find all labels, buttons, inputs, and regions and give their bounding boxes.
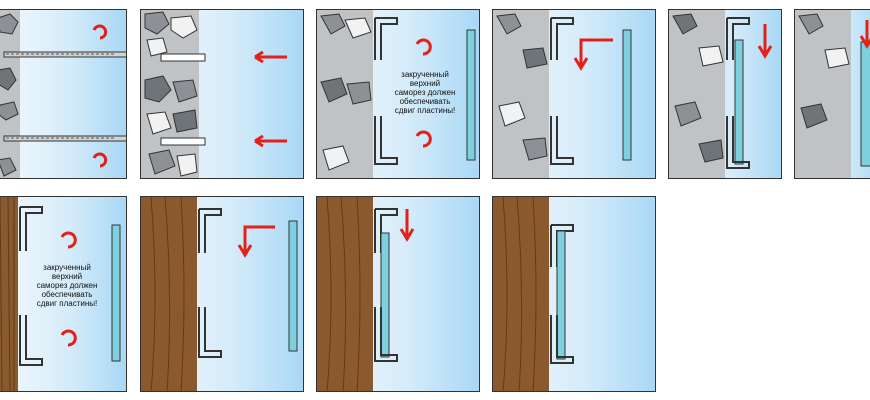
perforated-plate	[380, 232, 390, 358]
bracket-profile	[198, 307, 222, 358]
bracket-profile	[550, 116, 574, 165]
wood-slide-step-illustration	[141, 197, 298, 391]
dowel-step-illustration	[141, 10, 287, 178]
push-arrow-icon	[254, 134, 287, 148]
perforated-plate	[111, 224, 121, 362]
rotate-arrow-icon	[92, 24, 108, 40]
rotate-arrow-icon	[60, 329, 77, 347]
wood-mounted-step-illustration	[493, 197, 574, 391]
perforated-plate	[734, 39, 744, 165]
stone-pattern	[320, 13, 372, 171]
rotate-arrow-icon	[92, 152, 108, 168]
perforated-plate	[466, 29, 476, 161]
bracket-profile	[198, 208, 222, 253]
step-panel-stone-4-slide	[492, 9, 656, 179]
mounted-step-illustration	[795, 10, 870, 178]
step-panel-stone-1-drill	[0, 9, 127, 179]
caption-line: закрученный	[401, 70, 449, 79]
lower-step-illustration	[669, 10, 773, 178]
drill-bit	[3, 51, 126, 142]
shift-arrow-icon	[237, 225, 275, 258]
caption-line: верхний	[51, 272, 83, 281]
stone-pattern	[798, 13, 850, 129]
stone-pattern	[144, 11, 198, 177]
bracket-profile	[550, 315, 574, 364]
step-panel-wood-3-lower	[316, 196, 480, 392]
stone-pattern	[0, 13, 19, 177]
stone-wall	[0, 10, 20, 178]
down-arrow-icon	[399, 209, 415, 242]
bracket-profile	[374, 17, 398, 60]
shift-arrow-icon	[573, 38, 613, 71]
step-panel-wood-1-screw: закрученный верхний саморез должен обесп…	[0, 196, 127, 392]
step-panel-stone-6-mounted	[794, 9, 870, 179]
caption-line: верхний	[409, 79, 441, 88]
perforated-plate	[860, 41, 870, 167]
rotate-arrow-icon	[415, 38, 432, 56]
perforated-plate	[288, 220, 298, 352]
step-panel-stone-5-lower	[668, 9, 782, 179]
caption-line: саморез должен	[394, 88, 456, 97]
step-panel-wood-4-mounted	[492, 196, 656, 392]
caption-line: закрученный	[43, 263, 91, 272]
bracket-profile	[726, 116, 750, 169]
instruction-caption: закрученный верхний саморез должен обесп…	[379, 70, 471, 115]
caption-line: обеспечивать	[41, 290, 93, 299]
caption-line: сдвиг пластины!	[36, 299, 98, 308]
down-arrow-icon	[859, 20, 870, 49]
slide-step-illustration	[493, 10, 632, 178]
caption-line: сдвиг пластины!	[394, 106, 456, 115]
bracket-profile	[19, 315, 43, 366]
stone-pattern	[672, 13, 724, 163]
wood-screw-step-illustration	[0, 197, 121, 391]
perforated-plate	[556, 230, 566, 360]
caption-line: саморез должен	[36, 281, 98, 290]
bracket-profile	[374, 208, 398, 253]
dowel	[160, 53, 206, 146]
rotate-arrow-icon	[415, 130, 432, 148]
bracket-profile	[550, 17, 574, 60]
stone-pattern	[496, 13, 548, 161]
drill-step-illustration	[0, 10, 126, 178]
bracket-profile	[374, 307, 398, 362]
step-panel-stone-3-screw: закрученный верхний саморез должен обесп…	[316, 9, 480, 179]
bracket-profile	[19, 206, 43, 251]
instruction-caption: закрученный верхний саморез должен обесп…	[24, 263, 110, 308]
bracket-profile	[726, 17, 750, 60]
bracket-profile	[374, 116, 398, 165]
rotate-arrow-icon	[60, 231, 77, 249]
step-panel-stone-2-dowel	[140, 9, 304, 179]
screw-step-illustration	[317, 10, 476, 178]
perforated-plate	[622, 29, 632, 161]
wood-lower-step-illustration	[317, 197, 415, 391]
down-arrow-icon	[757, 24, 773, 59]
push-arrow-icon	[254, 50, 287, 64]
caption-line: обеспечивать	[399, 97, 451, 106]
step-panel-wood-2-slide	[140, 196, 304, 392]
